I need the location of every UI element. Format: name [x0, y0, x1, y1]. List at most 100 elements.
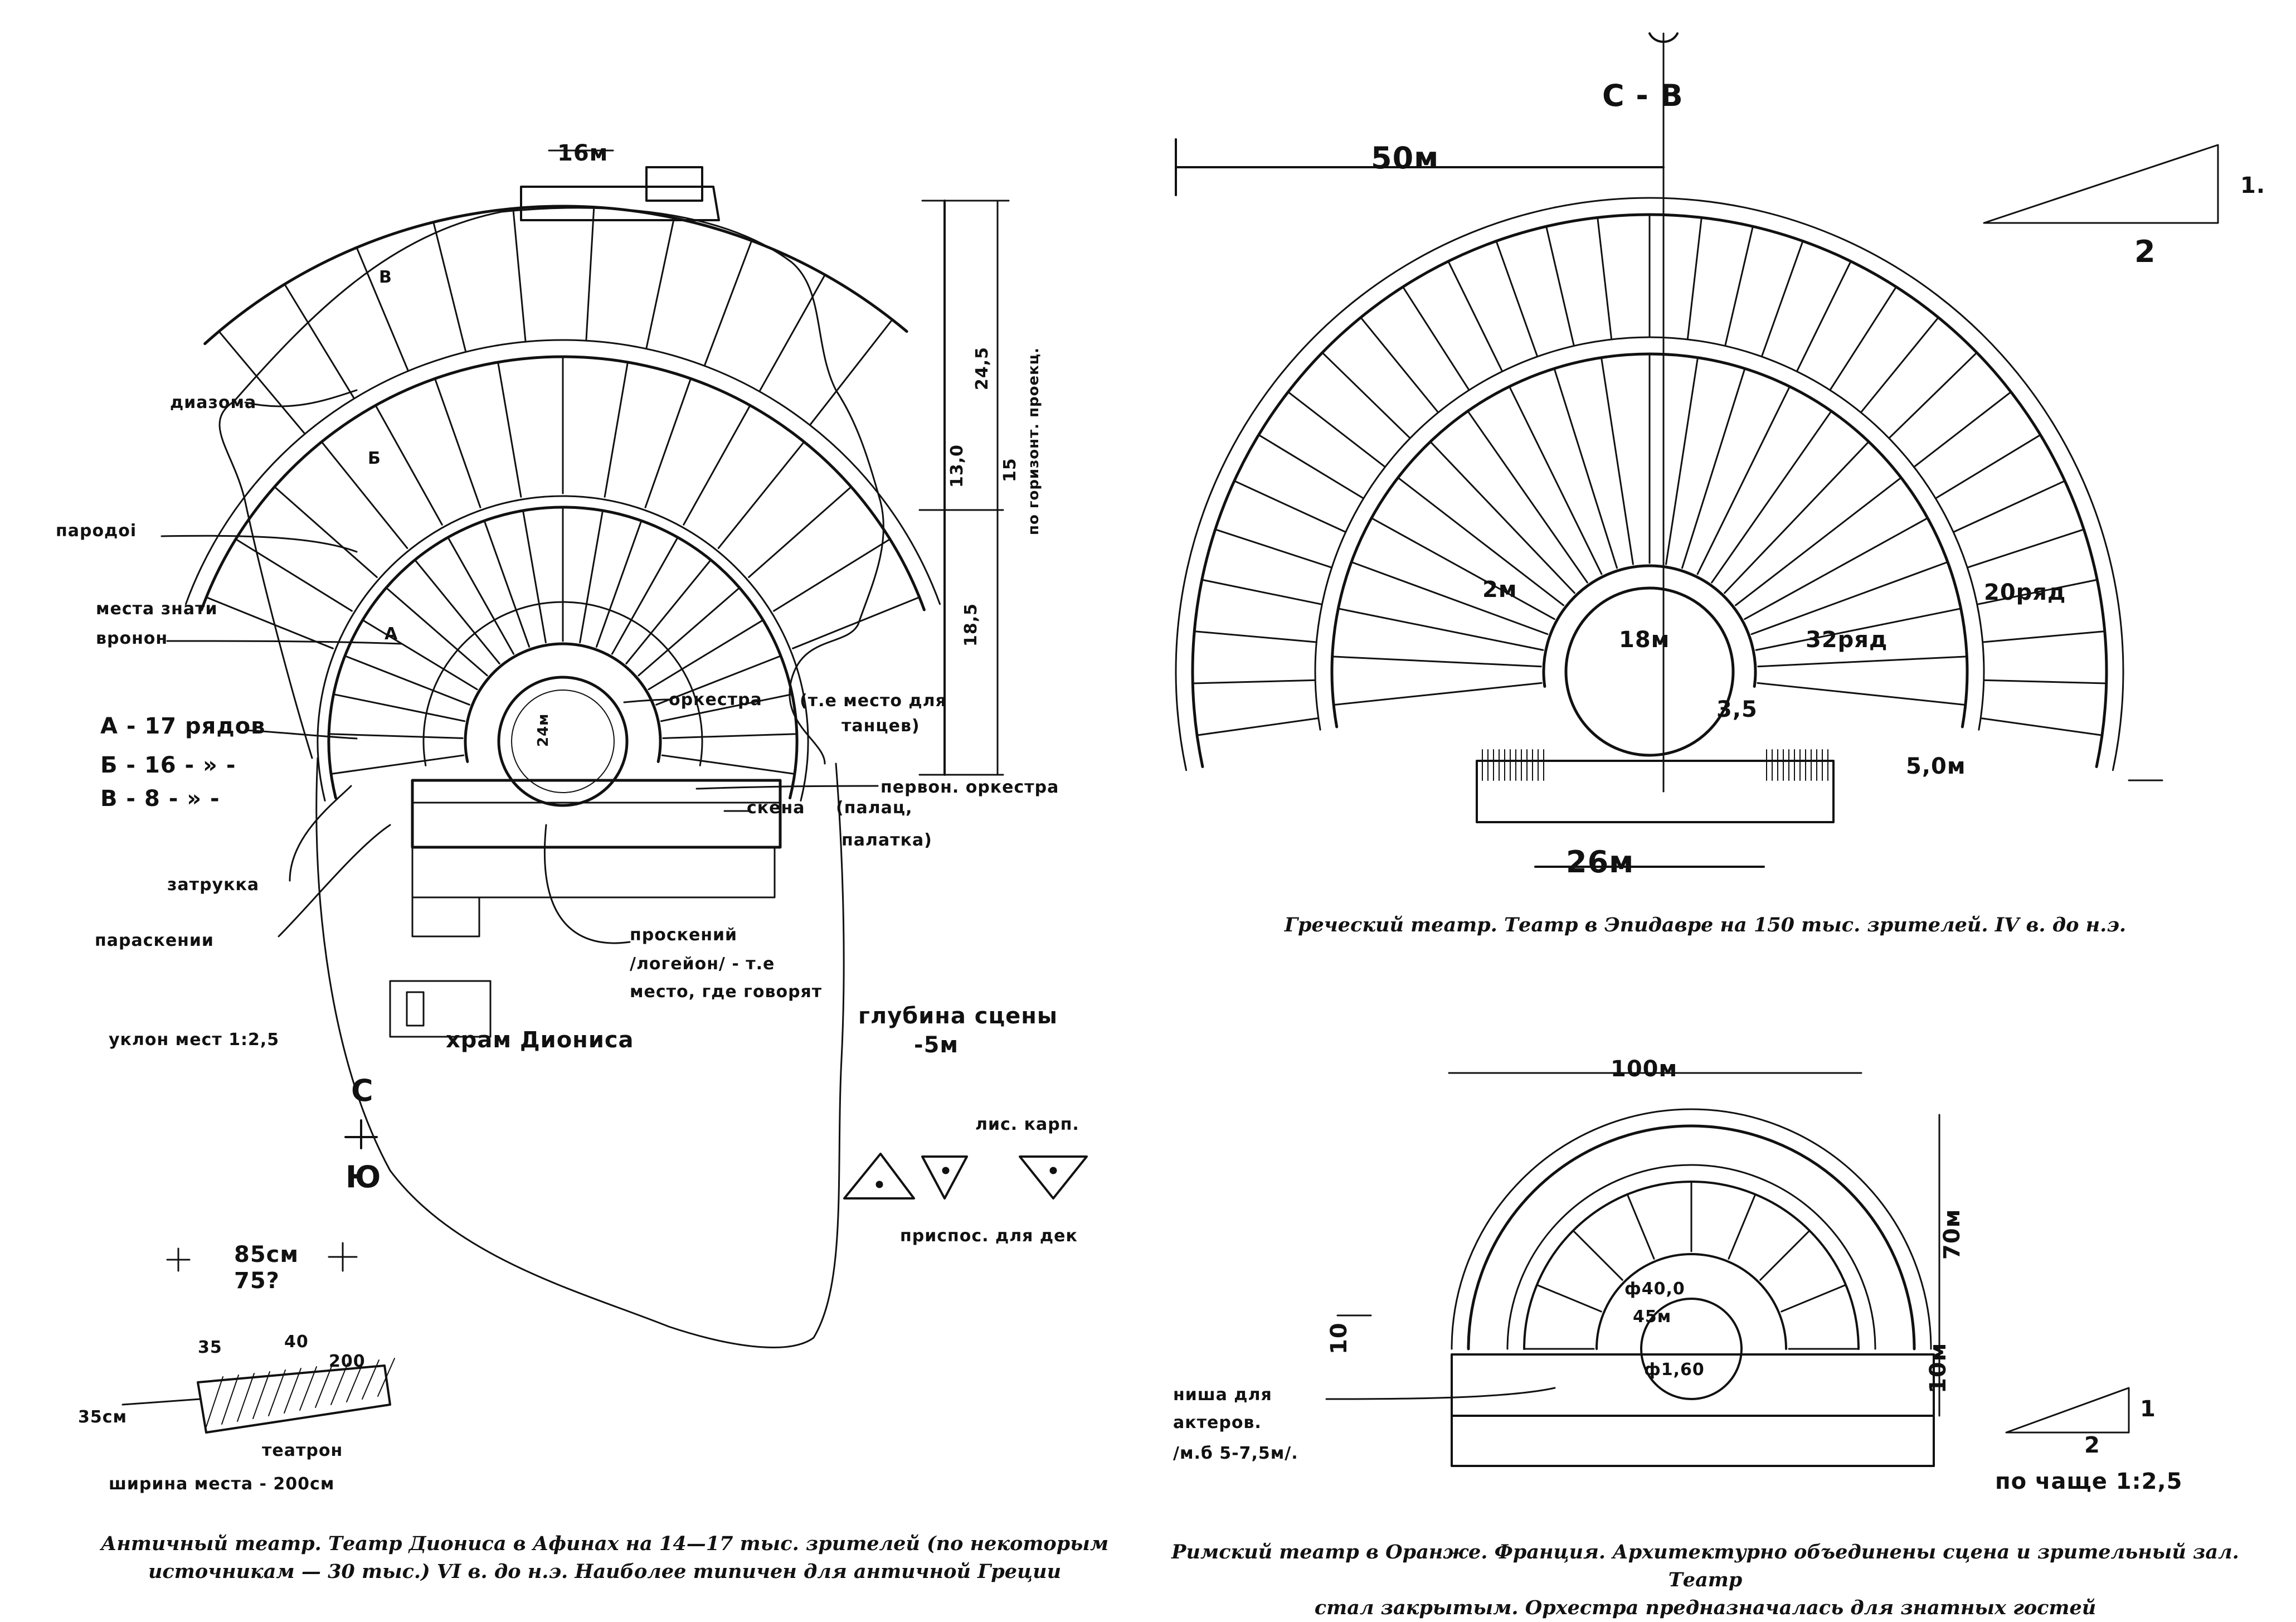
athens-hill-contour: [218, 207, 884, 765]
epidaurus-radial-inner: [1553, 367, 1618, 569]
athens-radial-a: [447, 536, 515, 655]
epidaurus-ring-outer-2: [1175, 197, 2124, 771]
athens-ring-inner: [464, 642, 662, 763]
athens-ring-b-outer-2: [184, 339, 941, 605]
athens-radial-c: [585, 206, 595, 341]
orange-ring-4: [1467, 1124, 1916, 1351]
epidaurus-radial-outer: [1724, 225, 1754, 346]
orange-leader-niche: [1325, 1387, 1556, 1400]
epidaurus-radial-outer: [1191, 679, 1315, 684]
athens-triangle-1: [843, 1153, 915, 1199]
athens-leader-orchestra: [623, 698, 670, 703]
athens-seat-hatch: [299, 1366, 317, 1411]
athens-south-marker: Ю: [346, 1159, 382, 1194]
epidaurus-radial-outer: [1495, 240, 1538, 357]
epidaurus-radial-outer: [1981, 717, 2103, 736]
athens-seat-hatch: [284, 1368, 301, 1414]
athens-label-theatron: театрон: [262, 1441, 343, 1460]
orange-orchestra: [1640, 1298, 1743, 1400]
epidaurus-stage: [1476, 760, 1835, 823]
orange-label-niche-2: актеров.: [1173, 1413, 1262, 1432]
epidaurus-label-northeast: С - В: [1602, 78, 1684, 113]
athens-label-barrier: затрукка: [167, 875, 260, 895]
athens-radial-a: [344, 655, 470, 706]
epidaurus-dim-5m: 5,0м: [1906, 754, 1966, 779]
athens-dim-185: 18,5: [961, 603, 981, 647]
epidaurus-radial-outer: [1287, 391, 1385, 468]
athens-radial-b: [274, 485, 378, 579]
athens-radial-c: [512, 207, 527, 342]
athens-label-orchestra: оркестра: [669, 690, 762, 710]
epidaurus-radial-outer: [1597, 216, 1613, 339]
athens-radial-c: [810, 319, 893, 425]
epidaurus-radial-inner: [1397, 477, 1565, 606]
epidaurus-dim-35: 3,5: [1716, 697, 1758, 722]
epidaurus-radial-inner: [1370, 517, 1555, 620]
epidaurus-ratio-2: 2: [2134, 234, 2156, 269]
athens-label-tent-2: палатка): [841, 831, 932, 850]
epidaurus-radial-inner: [1601, 357, 1634, 565]
athens-radial-b: [235, 538, 353, 612]
epidaurus-dim-2m: 2м: [1482, 577, 1517, 603]
athens-temple: [389, 980, 492, 1038]
athens-radial-a: [385, 586, 488, 677]
epidaurus-radial-inner: [1696, 385, 1791, 575]
athens-label-logeion: /логейон/ - т.е: [630, 954, 775, 974]
athens-label-proskenion: проскений: [630, 925, 738, 945]
athens-caption-line-2: источникам — 30 тыс.) VI в. до н.э. Наиб…: [148, 1560, 1062, 1583]
athens-label-skene: скена: [747, 798, 805, 818]
epidaurus-radial-outer: [1447, 260, 1503, 372]
orange-radial: [1781, 1284, 1847, 1313]
athens-sector-c: В: [379, 268, 392, 287]
athens-seat-hatch: [237, 1373, 255, 1422]
athens-radial-a: [414, 559, 500, 665]
epidaurus-radial-inner: [1711, 410, 1832, 584]
epidaurus-radial-outer: [1193, 630, 1316, 643]
epidaurus-ring-inner: [1542, 564, 1757, 688]
athens-leader-diazoma: [244, 389, 358, 407]
epidaurus-radial-outer: [1686, 216, 1702, 339]
epidaurus-radial-outer: [1402, 286, 1470, 390]
orange-caption-line-2: стал закрытым. Орхестра предназначалась …: [1314, 1596, 2096, 1619]
athens-label-chorus-place: (т.е место для: [800, 691, 947, 711]
athens-radial-b: [205, 596, 334, 649]
athens-radial-b: [748, 485, 852, 579]
epidaurus-dim-18m: 18м: [1619, 627, 1670, 653]
athens-seat-hatch: [252, 1371, 270, 1419]
athens-radial-c: [432, 221, 466, 352]
athens-triangle-dot-3: [1049, 1167, 1057, 1174]
athens-seat-hatch: [362, 1359, 380, 1400]
athens-label-prispos: приспос. для дек: [900, 1226, 1078, 1246]
epidaurus-radial-inner: [1467, 410, 1588, 584]
epidaurus-radial-inner: [1724, 440, 1870, 594]
epidaurus-radial-outer: [1830, 286, 1898, 390]
epidaurus-radial-outer: [1258, 434, 1364, 499]
athens-radial-a: [611, 536, 679, 655]
orange-ring-1: [1595, 1253, 1787, 1350]
athens-stage-rear: [411, 846, 776, 899]
athens-seat-hatch: [268, 1370, 286, 1416]
epidaurus-radial-outer: [1889, 352, 1978, 439]
epidaurus-radial-outer: [1761, 240, 1804, 357]
athens-seat-section: [197, 1364, 391, 1434]
epidaurus-radial-inner: [1509, 385, 1603, 575]
athens-orchestra-inner: [511, 689, 615, 793]
epidaurus-dim-26m: 26м: [1566, 844, 1635, 880]
epidaurus-orchestra: [1564, 586, 1735, 757]
athens-label-seat-width: ширина места - 200см: [109, 1474, 335, 1494]
athens-north-marker: С: [351, 1073, 374, 1108]
epidaurus-radial-inner: [1755, 608, 1962, 651]
orange-ratio-2: 2: [2084, 1432, 2100, 1458]
epidaurus-compass: [1648, 32, 1679, 43]
athens-annex: [411, 896, 480, 938]
athens-radial-b: [497, 361, 522, 498]
athens-radial-c: [356, 246, 409, 371]
athens-label-honor-seats: места знати: [96, 599, 218, 619]
athens-triangle-dot-2: [942, 1167, 950, 1174]
orange-label-niche-3: /м.б 5-7,5м/.: [1173, 1444, 1298, 1463]
orange-radial: [1759, 1230, 1811, 1281]
epidaurus-radial-outer: [1935, 434, 2041, 499]
athens-radial-a: [579, 509, 604, 644]
athens-label-first-orchestra: первон. оркестра: [881, 778, 1059, 797]
athens-leader-first-orch: [695, 785, 879, 790]
